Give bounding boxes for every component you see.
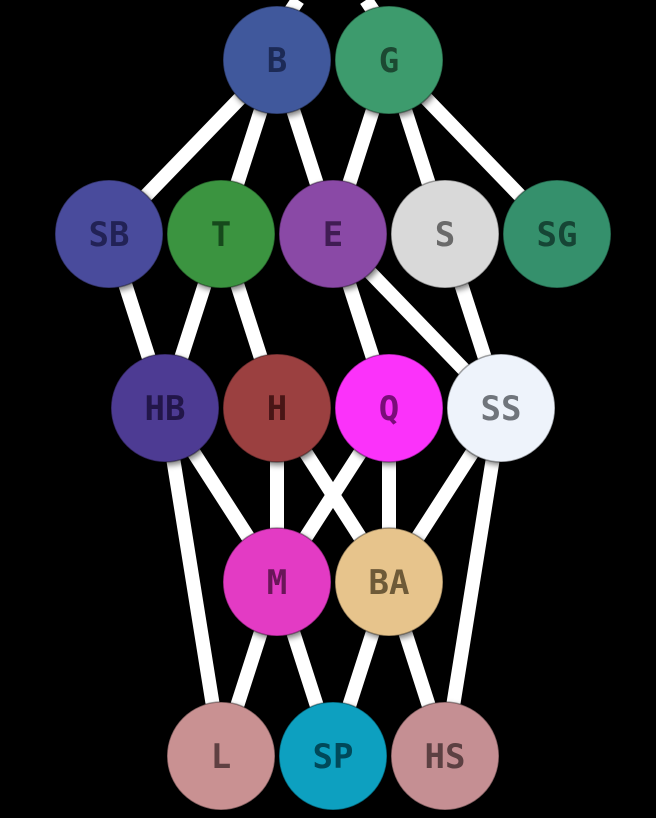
node-label-hb: HB — [145, 389, 186, 429]
node-label-sb: SB — [89, 215, 130, 255]
node-circle-sp — [278, 701, 388, 811]
node-label-b: B — [267, 41, 287, 81]
node-g[interactable]: G — [334, 5, 444, 115]
node-sp[interactable]: SP — [278, 701, 388, 811]
node-circle-b — [222, 5, 332, 115]
node-label-e: E — [323, 215, 343, 255]
node-label-hs: HS — [425, 737, 466, 777]
nodes-layer: B G SB T E S SG HB H Q SS M BA L SP HS — [54, 5, 612, 811]
node-circle-h — [222, 353, 332, 463]
node-label-ss: SS — [481, 389, 522, 429]
node-sb[interactable]: SB — [54, 179, 164, 289]
node-circle-g — [334, 5, 444, 115]
node-ba[interactable]: BA — [334, 527, 444, 637]
node-t[interactable]: T — [166, 179, 276, 289]
node-label-m: M — [267, 563, 287, 603]
node-label-l: L — [211, 737, 231, 777]
node-ss[interactable]: SS — [446, 353, 556, 463]
node-circle-q — [334, 353, 444, 463]
node-circle-t — [166, 179, 276, 289]
node-circle-hb — [110, 353, 220, 463]
off-screen-edge-stubs — [284, 0, 380, 16]
node-h[interactable]: H — [222, 353, 332, 463]
node-l[interactable]: L — [166, 701, 276, 811]
node-s[interactable]: S — [390, 179, 500, 289]
node-circle-m — [222, 527, 332, 637]
node-circle-ba — [334, 527, 444, 637]
node-label-g: G — [379, 41, 399, 81]
node-label-t: T — [211, 215, 231, 255]
edge-ss-hs — [438, 406, 508, 758]
node-circle-hs — [390, 701, 500, 811]
node-sg[interactable]: SG — [502, 179, 612, 289]
node-circle-l — [166, 701, 276, 811]
node-label-sp: SP — [313, 737, 354, 777]
node-label-s: S — [435, 215, 455, 255]
node-circle-sb — [54, 179, 164, 289]
node-hs[interactable]: HS — [390, 701, 500, 811]
node-label-ba: BA — [369, 563, 410, 603]
node-circle-ss — [446, 353, 556, 463]
node-circle-sg — [502, 179, 612, 289]
node-label-sg: SG — [537, 215, 578, 255]
node-hb[interactable]: HB — [110, 353, 220, 463]
node-e[interactable]: E — [278, 179, 388, 289]
edge-hb-l — [158, 406, 228, 758]
node-circle-e — [278, 179, 388, 289]
node-label-q: Q — [379, 389, 399, 429]
node-circle-s — [390, 179, 500, 289]
node-q[interactable]: Q — [334, 353, 444, 463]
node-b[interactable]: B — [222, 5, 332, 115]
node-label-h: H — [267, 389, 287, 429]
node-m[interactable]: M — [222, 527, 332, 637]
